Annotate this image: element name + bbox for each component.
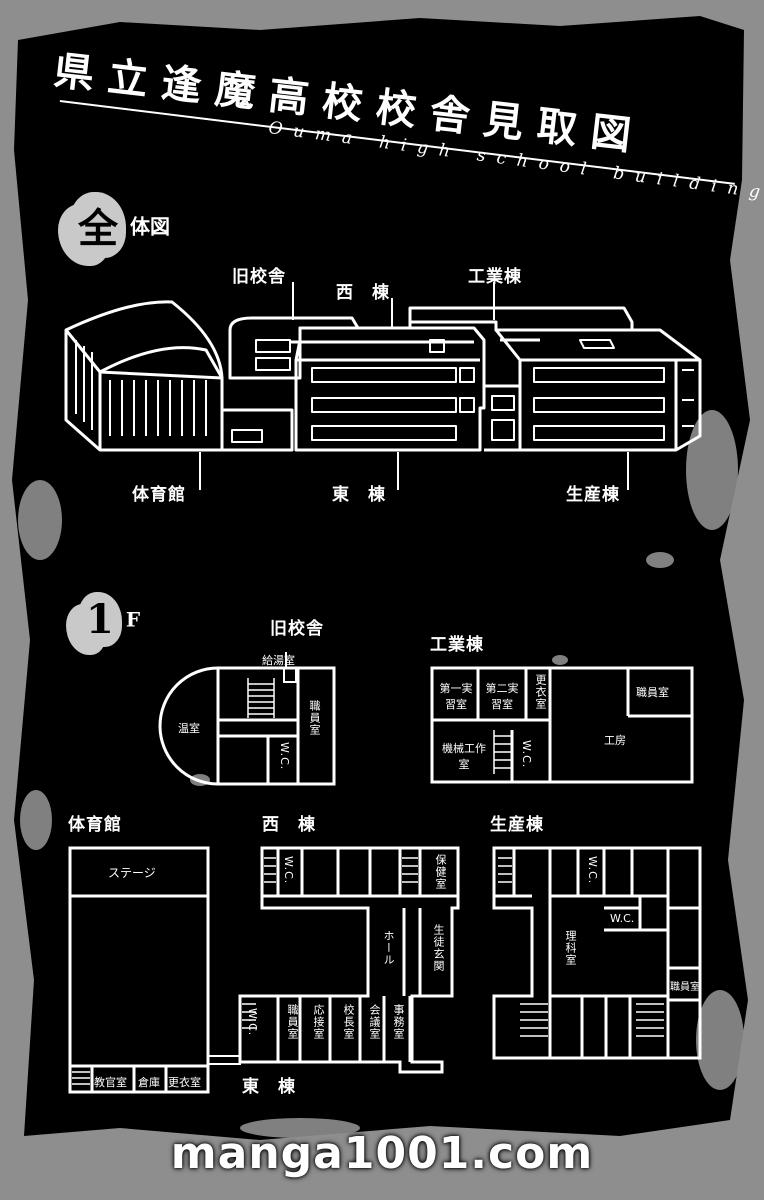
room-greenhouse: 温室 bbox=[178, 722, 200, 735]
label-plan-production: 生産棟 bbox=[490, 815, 544, 835]
floor1-badge: 1 bbox=[78, 592, 122, 647]
room-storage: 倉庫 bbox=[138, 1076, 160, 1089]
room-staff-old: 職員室 bbox=[308, 700, 321, 736]
label-overview-old-school: 旧校舎 bbox=[232, 267, 286, 287]
room-staff-production: 職員室 bbox=[670, 982, 700, 993]
room-wc-production-1: W.C. bbox=[586, 856, 599, 885]
plan-production bbox=[492, 846, 702, 1060]
room-meeting: 会議室 bbox=[368, 1004, 381, 1040]
label-plan-old-school: 旧校舎 bbox=[270, 619, 324, 639]
overview-label: 体図 bbox=[130, 214, 170, 239]
label-overview-east: 東 棟 bbox=[332, 485, 386, 505]
label-plan-east: 東 棟 bbox=[242, 1077, 296, 1097]
floor1-label: F bbox=[125, 607, 141, 632]
label-overview-west: 西 棟 bbox=[336, 283, 390, 303]
room-reception: 応接室 bbox=[312, 1004, 325, 1040]
label-plan-west: 西 棟 bbox=[262, 815, 316, 835]
room-workshop: 工房 bbox=[604, 734, 626, 747]
room-practice-1: 第一実習室 bbox=[439, 682, 473, 711]
east-west-building bbox=[290, 326, 486, 452]
room-student-entrance: 生徒玄関 bbox=[432, 924, 445, 972]
room-staff-industry: 職員室 bbox=[636, 686, 669, 699]
site-watermark: manga1001.com bbox=[170, 1128, 594, 1179]
room-kitchenette: 給湯室 bbox=[262, 654, 295, 667]
room-machine-shop: 機械工作室 bbox=[442, 742, 486, 771]
plan-gym bbox=[68, 846, 210, 1094]
room-staff-east: 職員室 bbox=[286, 1004, 299, 1040]
overview-badge: 全 bbox=[70, 192, 126, 258]
room-wc-old: W.C. bbox=[278, 742, 291, 771]
room-office: 事務室 bbox=[392, 1004, 405, 1040]
plan-industry bbox=[430, 666, 694, 784]
room-wc-industry: W.C. bbox=[520, 740, 533, 769]
room-infirmary: 保健室 bbox=[434, 854, 447, 890]
plan-west-east bbox=[238, 846, 460, 1074]
room-stage: ステージ bbox=[108, 866, 156, 880]
room-hall: ホール bbox=[382, 930, 395, 966]
label-plan-gym: 体育館 bbox=[68, 815, 122, 835]
room-locker-gym: 更衣室 bbox=[168, 1076, 201, 1089]
room-principal: 校長室 bbox=[342, 1004, 355, 1040]
room-science: 理科室 bbox=[564, 930, 577, 966]
production-building bbox=[494, 328, 702, 452]
label-overview-production: 生産棟 bbox=[566, 485, 620, 505]
plan-old-school bbox=[158, 652, 336, 786]
label-overview-industry: 工業棟 bbox=[468, 267, 522, 287]
room-practice-2: 第二実習室 bbox=[485, 682, 519, 711]
room-instructor: 教官室 bbox=[94, 1076, 127, 1089]
gym-building bbox=[64, 300, 224, 452]
room-wc-east: W.C. bbox=[246, 1008, 259, 1037]
room-wc-production-2: W.C. bbox=[610, 912, 635, 925]
room-locker-industry: 更衣室 bbox=[534, 674, 547, 710]
label-overview-gym: 体育館 bbox=[132, 485, 186, 505]
room-wc-west: W.C. bbox=[282, 856, 295, 885]
label-plan-industry: 工業棟 bbox=[430, 635, 484, 655]
section-overview-heading: 全体図 bbox=[70, 192, 170, 258]
